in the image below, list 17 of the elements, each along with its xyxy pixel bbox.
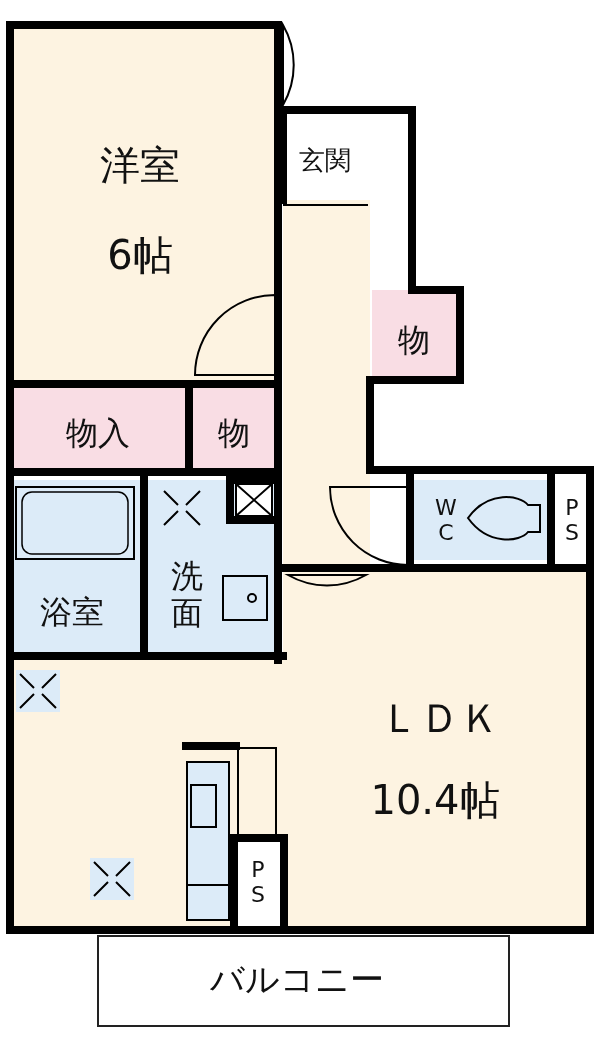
room-label: 物	[218, 417, 250, 449]
room-label: 玄関	[299, 147, 351, 173]
room-label: 洗面	[170, 558, 204, 632]
toilet-room	[412, 480, 548, 560]
room-label: 物入	[66, 417, 130, 449]
closet	[192, 388, 275, 468]
room-label: 物	[398, 324, 430, 356]
room-label: 浴室	[40, 596, 104, 628]
room-label: PS	[250, 856, 266, 908]
room-label: WC	[435, 494, 457, 546]
room-label: 6帖	[107, 235, 173, 275]
room-label: バルコニー	[210, 962, 384, 996]
balcony	[97, 935, 510, 1027]
room-label: PS	[564, 494, 580, 546]
room-label: ＬＤＫ	[380, 698, 500, 738]
room-label: 10.4帖	[370, 780, 500, 820]
room-label: 洋室	[100, 145, 180, 185]
